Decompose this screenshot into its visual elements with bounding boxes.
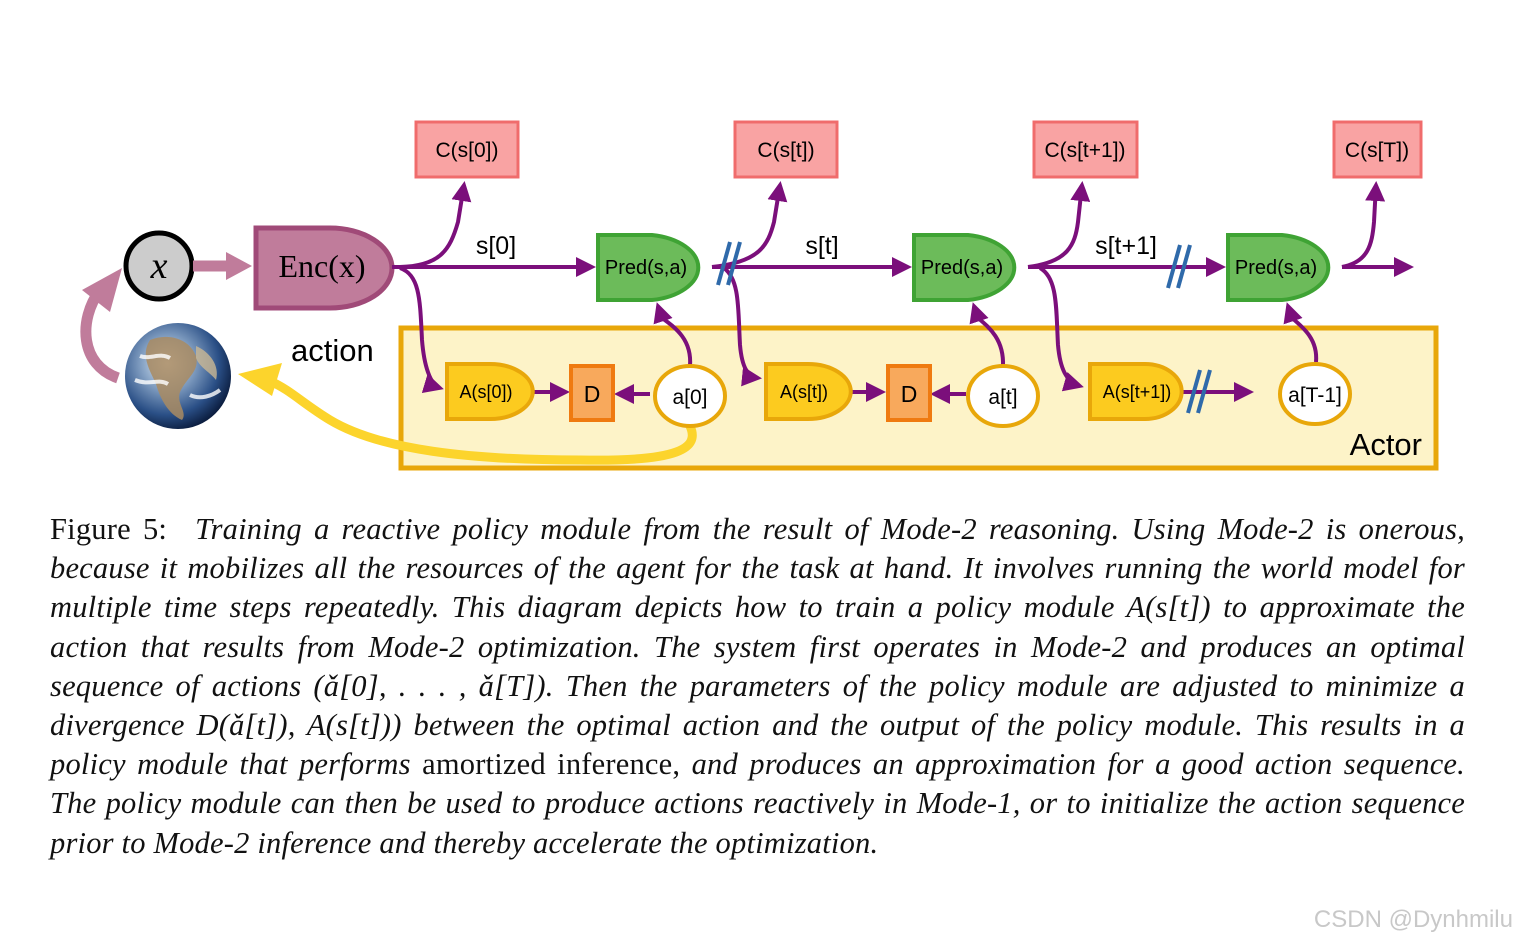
svg-text:Pred(s,a): Pred(s,a) [921,257,1003,279]
svg-text:Pred(s,a): Pred(s,a) [605,257,687,279]
divergence-box: D [886,364,932,422]
cut-marks [716,241,1212,414]
predictor-block: Pred(s,a) [1226,233,1331,302]
state-arrows [392,181,1414,404]
divergence-box: D [569,364,615,422]
svg-text:C(s[t+1]): C(s[t+1]) [1044,139,1125,162]
cost-box: C(s[0]) [414,120,520,179]
policy-training-diagram: Actor x Enc(x) C(s[0]) C(s[t]) C(s[t+1])… [80,120,1439,471]
cost-box: C(s[t+1]) [1032,120,1139,179]
caption-text-upright: amortized inference, [410,747,681,782]
policy-module: A(s[t+1]) [1088,362,1184,421]
state-label: s[t] [805,232,838,260]
action-output-arrow [270,377,697,465]
action-node: a[T-1] [1278,362,1352,426]
svg-text:Pred(s,a): Pred(s,a) [1235,257,1317,279]
actor-label: Actor [1350,427,1422,462]
state-label: s[0] [476,232,516,260]
policy-module: A(s[0]) [445,362,535,421]
encoder-block [253,225,395,311]
figure-caption: Figure 5:Training a reactive policy modu… [50,510,1465,863]
svg-text:A(s[0]): A(s[0]) [459,382,512,402]
svg-text:a[t]: a[t] [988,386,1017,409]
watermark: CSDN @Dynhmilu [1313,906,1513,933]
state-label: s[t+1] [1095,232,1157,260]
cost-box: C(s[T]) [1332,120,1423,179]
cost-box: C(s[t]) [733,120,839,179]
earth-icon [125,323,231,429]
figure-label: Figure 5: [50,512,168,546]
action-node: a[0] [653,364,727,428]
svg-text:C(s[0]): C(s[0]) [436,139,499,162]
svg-text:A(s[t+1]): A(s[t+1]) [1103,382,1172,402]
svg-text:C(s[T]): C(s[T]) [1345,139,1409,162]
svg-text:A(s[t]): A(s[t]) [780,382,828,402]
svg-text:a[T-1]: a[T-1] [1288,384,1342,407]
world-to-input-arrow [80,286,121,384]
svg-text:C(s[t]): C(s[t]) [757,139,814,162]
predictor-block: Pred(s,a) [596,233,701,302]
svg-text:a[0]: a[0] [672,386,707,409]
predictor-block: Pred(s,a) [912,233,1017,302]
action-label: action [291,333,374,368]
input-label: x [150,245,168,287]
action-node: a[t] [966,364,1040,428]
caption-text-end: and produces an approximation for a good… [50,747,1465,860]
svg-text:D: D [901,381,918,407]
svg-text:D: D [584,381,601,407]
caption-text: Training a reactive policy module from t… [50,512,1466,782]
input-node [123,230,195,302]
policy-module: A(s[t]) [764,362,853,421]
encoder-label: Enc(x) [278,248,365,284]
